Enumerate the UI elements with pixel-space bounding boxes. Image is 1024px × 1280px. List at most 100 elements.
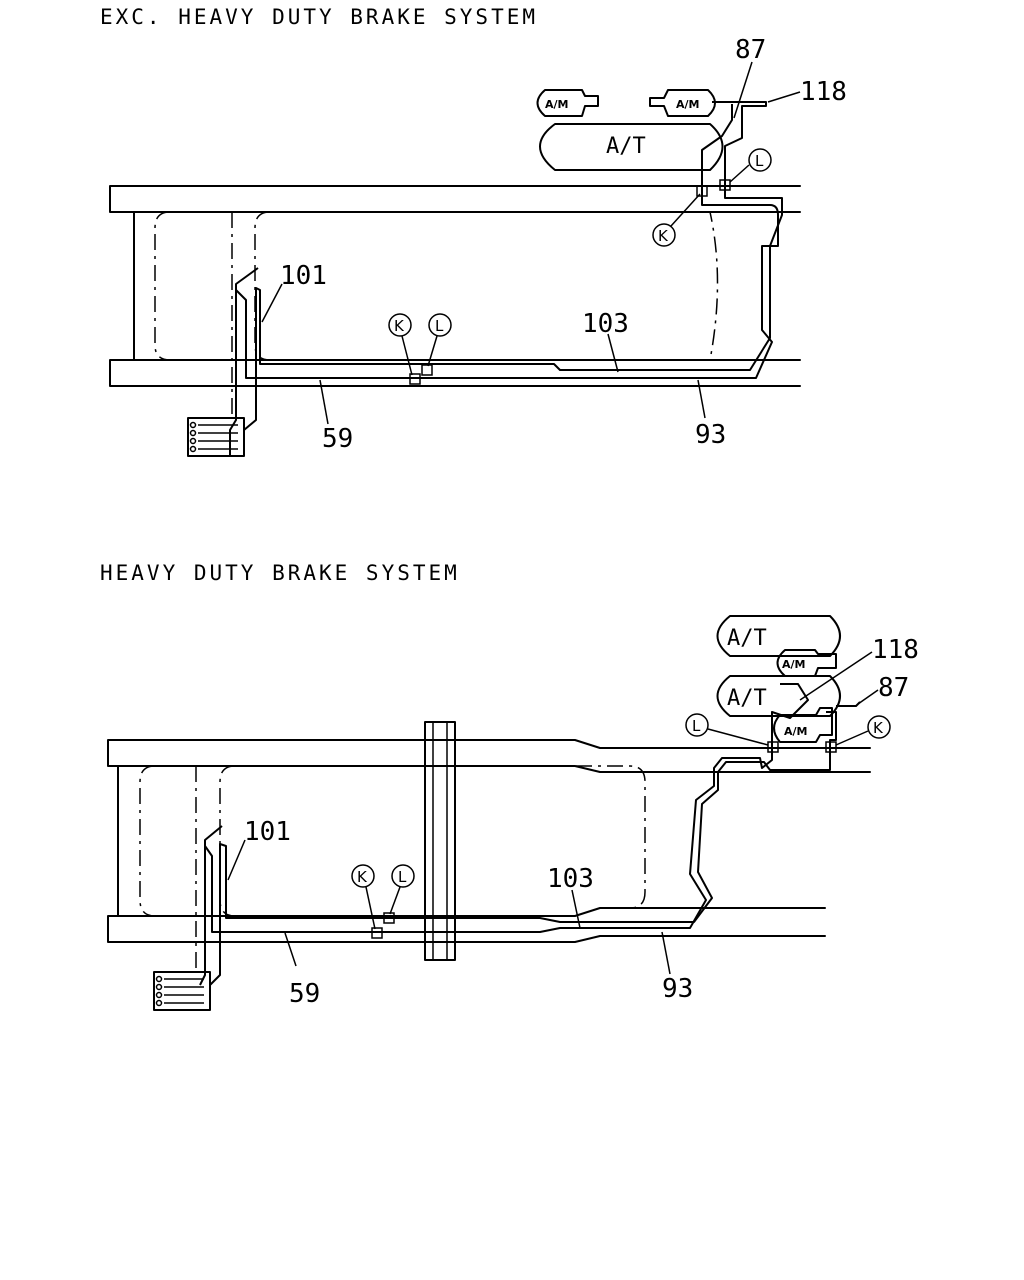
top-connector-l-lower-label: L	[435, 317, 444, 335]
top-inner-outline-left	[154, 211, 171, 361]
bottom-fitting-l-upper	[767, 741, 779, 753]
bottom-junction-port-1	[155, 975, 163, 983]
top-leader-k-lower	[401, 335, 413, 376]
top-tank-group: A/T A/M A/M	[536, 89, 724, 171]
top-air-module-right-label: A/M	[676, 98, 699, 111]
top-junction-port-3	[189, 437, 197, 445]
top-leader-87	[733, 61, 753, 119]
top-connector-k-upper-label: K	[658, 227, 669, 245]
top-leader-l-lower	[427, 335, 438, 367]
bottom-connector-l-upper-circle	[685, 713, 709, 737]
top-part-label-59: 59	[322, 424, 353, 454]
bottom-leader-k-lower	[365, 886, 376, 930]
bottom-air-module-upper-label: A/M	[782, 658, 805, 671]
top-pipe-103-101	[243, 190, 783, 455]
top-upper-rail	[109, 185, 801, 213]
top-connector-k-upper-circle	[652, 223, 676, 247]
bottom-axle-inner	[432, 721, 448, 961]
top-air-module-left-label: A/M	[545, 98, 568, 111]
top-pipe-93-59	[229, 190, 779, 455]
top-connector-l-upper-circle	[748, 148, 772, 172]
bottom-leader-59	[284, 932, 297, 967]
bottom-inner-outline-right	[235, 765, 646, 909]
bottom-part-label-103: 103	[547, 864, 594, 894]
bottom-connector-k-upper-label: K	[873, 719, 884, 737]
top-leader-59	[319, 379, 329, 425]
bottom-connector-k-lower-label: K	[357, 868, 368, 886]
bottom-air-tank-upper-label: A/T	[727, 626, 767, 651]
bottom-part-label-87: 87	[878, 673, 909, 703]
bottom-connector-l-lower-label: L	[398, 868, 407, 886]
bottom-leader-l-upper	[707, 728, 769, 746]
top-junction-block	[187, 417, 245, 457]
top-part-label-103: 103	[582, 309, 629, 339]
bottom-connector-l-upper-label: L	[692, 717, 701, 735]
top-fitting-l-lower	[421, 364, 433, 376]
top-junction-port-4	[189, 445, 197, 453]
bottom-leader-93	[661, 931, 671, 975]
bottom-air-tank-lower	[716, 675, 841, 717]
bottom-leader-k-upper	[835, 730, 869, 746]
bottom-junction-port-4	[155, 999, 163, 1007]
top-connector-l-upper-label: L	[755, 152, 764, 170]
bottom-junction-port-3	[155, 991, 163, 999]
top-part-label-101: 101	[280, 261, 327, 291]
top-inner-outline-mid	[254, 211, 271, 361]
top-leader-l-upper	[729, 164, 750, 183]
top-pipes	[229, 101, 783, 455]
top-leader-101	[261, 283, 283, 323]
bottom-connector-k-lower-circle	[351, 864, 375, 888]
top-callouts: 87 118 101 103 59 93 L K K L	[261, 35, 847, 454]
bottom-leader-l-lower	[389, 886, 401, 915]
top-leader-103	[607, 333, 619, 373]
top-junction-port-2	[189, 429, 197, 437]
top-leader-k-upper	[670, 193, 701, 227]
bottom-junction-block-body	[153, 971, 211, 1011]
bottom-junction-port-2	[155, 983, 163, 991]
top-lower-rail	[109, 359, 801, 387]
bottom-upper-rail	[107, 739, 871, 773]
bottom-pipes	[199, 683, 861, 986]
top-frame	[109, 185, 801, 420]
top-connector-k-lower-label: K	[394, 317, 405, 335]
bottom-connector-k-upper-circle	[867, 715, 891, 739]
bottom-leader-101	[227, 839, 246, 881]
bottom-pipe-93-59	[199, 683, 809, 986]
top-junction-block-body	[187, 417, 245, 457]
bottom-air-module-lower	[773, 707, 833, 743]
bottom-pipe-103-101	[209, 711, 837, 986]
bottom-air-tank-lower-label: A/T	[727, 686, 767, 711]
top-part-label-93: 93	[695, 420, 726, 450]
bottom-air-module-lower-label: A/M	[784, 725, 807, 738]
bottom-air-tank-upper	[716, 615, 841, 657]
top-connectors	[409, 179, 731, 385]
bottom-part-label-118: 118	[872, 635, 919, 665]
top-junction-port-1	[189, 421, 197, 429]
bottom-leader-87	[857, 689, 879, 705]
bottom-leader-103	[571, 889, 581, 929]
bottom-connector-l-lower-circle	[391, 864, 415, 888]
top-air-module-left	[536, 89, 599, 117]
top-leader-93	[697, 379, 706, 419]
bottom-fitting-k-upper	[825, 741, 837, 753]
top-air-tank-label: A/T	[606, 134, 646, 159]
bottom-diagram-title: HEAVY DUTY BRAKE SYSTEM	[100, 561, 460, 585]
bottom-inner-outline-left	[139, 765, 156, 917]
top-fitting-l-upper	[719, 179, 731, 191]
top-inner-outline-right	[270, 211, 719, 361]
top-connector-l-lower-circle	[428, 313, 452, 337]
top-pipe-118	[712, 101, 767, 190]
top-pipe-101-upper	[235, 267, 259, 378]
bottom-diagram: HEAVY DUTY BRAKE SYSTEM A/T A/T A/M A/M	[100, 561, 919, 1011]
bottom-part-label-59: 59	[289, 979, 320, 1009]
bottom-frame	[107, 721, 871, 970]
top-part-label-118: 118	[800, 77, 847, 107]
top-pipe-87	[701, 104, 733, 190]
bottom-fitting-l-lower	[383, 912, 395, 924]
top-air-tank	[539, 123, 724, 171]
top-diagram-title: EXC. HEAVY DUTY BRAKE SYSTEM	[100, 5, 538, 29]
bottom-leader-118	[799, 651, 873, 701]
bottom-junction-block	[153, 971, 211, 1011]
